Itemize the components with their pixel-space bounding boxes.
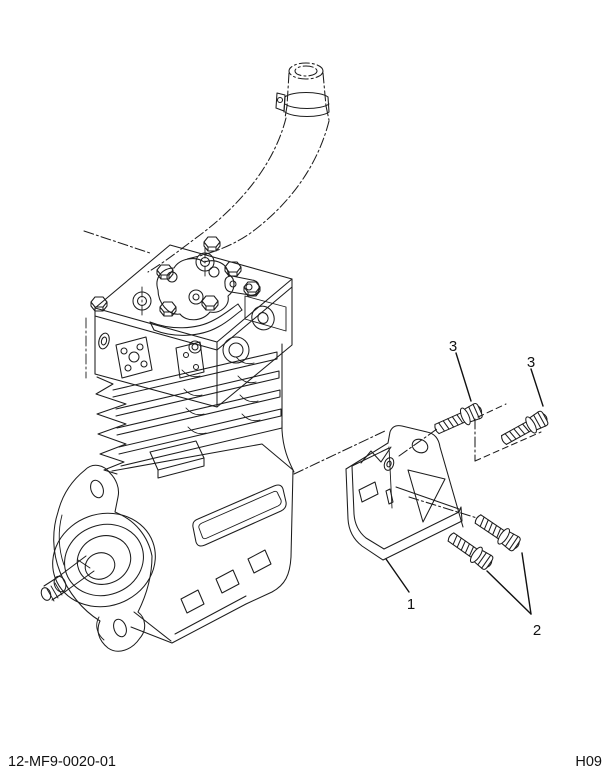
- crankcase-illustration: [111, 440, 294, 644]
- callout-label: 3: [527, 354, 535, 371]
- mounting-flange-illustration: [52, 464, 156, 652]
- mounting-bracket-illustration: [345, 425, 464, 561]
- page-grid-code: H09: [575, 754, 602, 770]
- callout-3-right: 3: [527, 354, 544, 407]
- callout-label: 2: [533, 622, 541, 639]
- hose-clamp-illustration: [275, 91, 330, 118]
- cylinder-fins-illustration: [95, 343, 295, 475]
- callout-label: 1: [407, 596, 415, 613]
- bolt-3-upper-left-illustration: [431, 400, 486, 439]
- compressor-head-illustration: [85, 236, 293, 408]
- figure-number-code: 12-MF9-0020-01: [8, 754, 116, 770]
- callout-3-left: 3: [449, 338, 472, 402]
- callout-2: 2: [486, 552, 541, 639]
- drive-shaft-illustration: [40, 555, 95, 602]
- callout-1: 1: [385, 558, 415, 613]
- assembly-center-lines: [293, 403, 542, 519]
- air-hose-illustration: [83, 62, 330, 273]
- bolt-3-upper-right-illustration: [497, 408, 552, 450]
- callout-label: 3: [449, 338, 457, 355]
- bolt-2-lower-left-illustration: [444, 528, 497, 573]
